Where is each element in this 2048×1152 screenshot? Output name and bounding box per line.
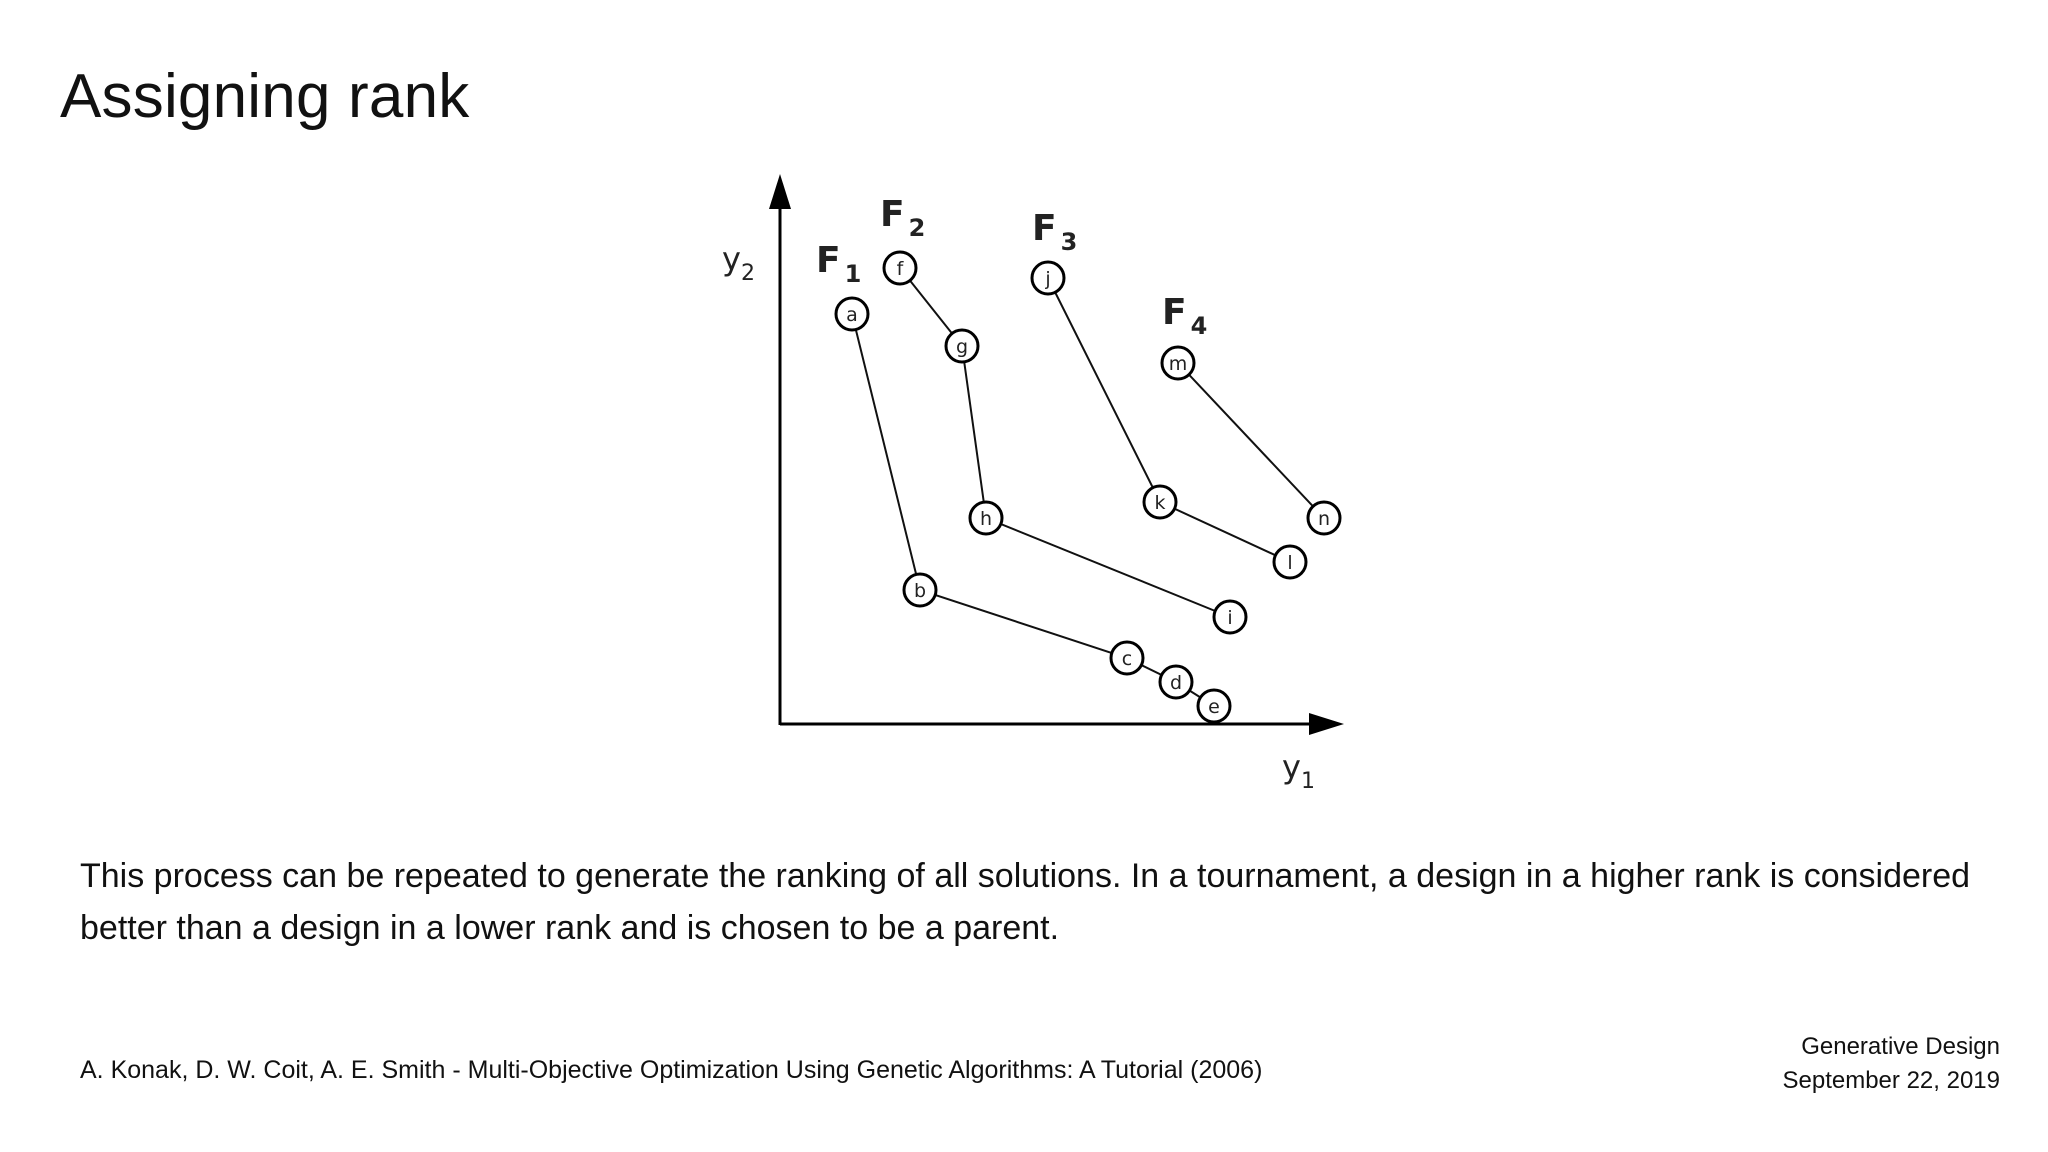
point-m-label: m — [1169, 353, 1188, 375]
axes — [769, 174, 1344, 735]
point-d-label: d — [1170, 672, 1182, 694]
point-c-label: c — [1122, 648, 1132, 670]
point-m: m — [1160, 345, 1196, 381]
y-axis-label-subscript: 2 — [741, 261, 755, 286]
point-k-marker — [1142, 484, 1178, 520]
point-g-label: g — [956, 336, 968, 358]
front-4-points: m n — [1160, 345, 1342, 536]
point-k-label: k — [1154, 492, 1165, 514]
point-f-marker — [882, 250, 918, 286]
point-b: b — [902, 572, 938, 608]
front-connectors — [851, 267, 1325, 707]
x-axis-label: y1 — [1282, 748, 1315, 794]
point-i-marker — [1212, 599, 1248, 635]
front-label-4-base: F — [1162, 292, 1187, 333]
point-a-marker — [834, 296, 870, 332]
slide-title: Assigning rank — [60, 62, 470, 131]
point-d: d — [1158, 664, 1194, 700]
front-label-2-subscript: 2 — [909, 214, 926, 242]
point-h-label: h — [980, 508, 992, 530]
body-paragraph: This process can be repeated to generate… — [80, 857, 1971, 947]
front-label-3-base: F — [1032, 208, 1057, 249]
front-label-1-base: F — [816, 240, 841, 281]
point-e: e — [1196, 688, 1232, 724]
footer-date: September 22, 2019 — [1782, 1067, 2001, 1094]
point-l-marker — [1272, 544, 1308, 580]
front-4-line — [1177, 362, 1325, 519]
y-axis-label-base: y — [722, 240, 741, 278]
front-2-points: f g h i — [882, 250, 1248, 635]
footer-meta: Generative Design September 22, 2019 — [1783, 1030, 2001, 1098]
point-j: j — [1030, 260, 1066, 296]
point-d-marker — [1158, 664, 1194, 700]
point-f-label: f — [897, 258, 905, 280]
front-label-3-subscript: 3 — [1061, 228, 1078, 256]
x-axis-label-subscript: 1 — [1301, 769, 1315, 794]
front-2-line — [899, 267, 1231, 618]
y-axis-label: y2 — [722, 240, 755, 286]
point-j-marker — [1030, 260, 1066, 296]
point-i-label: i — [1227, 607, 1232, 629]
point-l: l — [1272, 544, 1308, 580]
front-label-1-subscript: 1 — [845, 260, 862, 288]
point-b-label: b — [914, 580, 926, 602]
point-c-marker — [1109, 640, 1145, 676]
front-label-4-subscript: 4 — [1191, 312, 1208, 340]
citation: A. Konak, D. W. Coit, A. E. Smith - Mult… — [80, 1056, 1263, 1084]
point-a: a — [834, 296, 870, 332]
x-axis-label-base: y — [1282, 748, 1301, 786]
point-n-marker — [1306, 500, 1342, 536]
point-h-marker — [968, 500, 1004, 536]
point-e-label: e — [1208, 696, 1220, 718]
point-g: g — [944, 328, 980, 364]
x-axis-arrowhead — [1309, 713, 1344, 735]
point-i: i — [1212, 599, 1248, 635]
point-n: n — [1306, 500, 1342, 536]
point-k: k — [1142, 484, 1178, 520]
point-f: f — [882, 250, 918, 286]
point-e-marker — [1196, 688, 1232, 724]
footer-course: Generative Design — [1801, 1033, 2000, 1060]
point-l-label: l — [1287, 552, 1292, 574]
point-m-marker — [1160, 345, 1196, 381]
point-h: h — [968, 500, 1004, 536]
point-j-label: j — [1044, 268, 1050, 290]
front-1-points: a b c d e — [834, 296, 1232, 724]
point-c: c — [1109, 640, 1145, 676]
y-axis-arrowhead — [769, 174, 791, 209]
front-3-points: j k l — [1030, 260, 1308, 580]
point-g-marker — [944, 328, 980, 364]
point-b-marker — [902, 572, 938, 608]
point-a-label: a — [846, 304, 858, 326]
point-n-label: n — [1318, 508, 1330, 530]
front-label-2-base: F — [880, 194, 905, 235]
